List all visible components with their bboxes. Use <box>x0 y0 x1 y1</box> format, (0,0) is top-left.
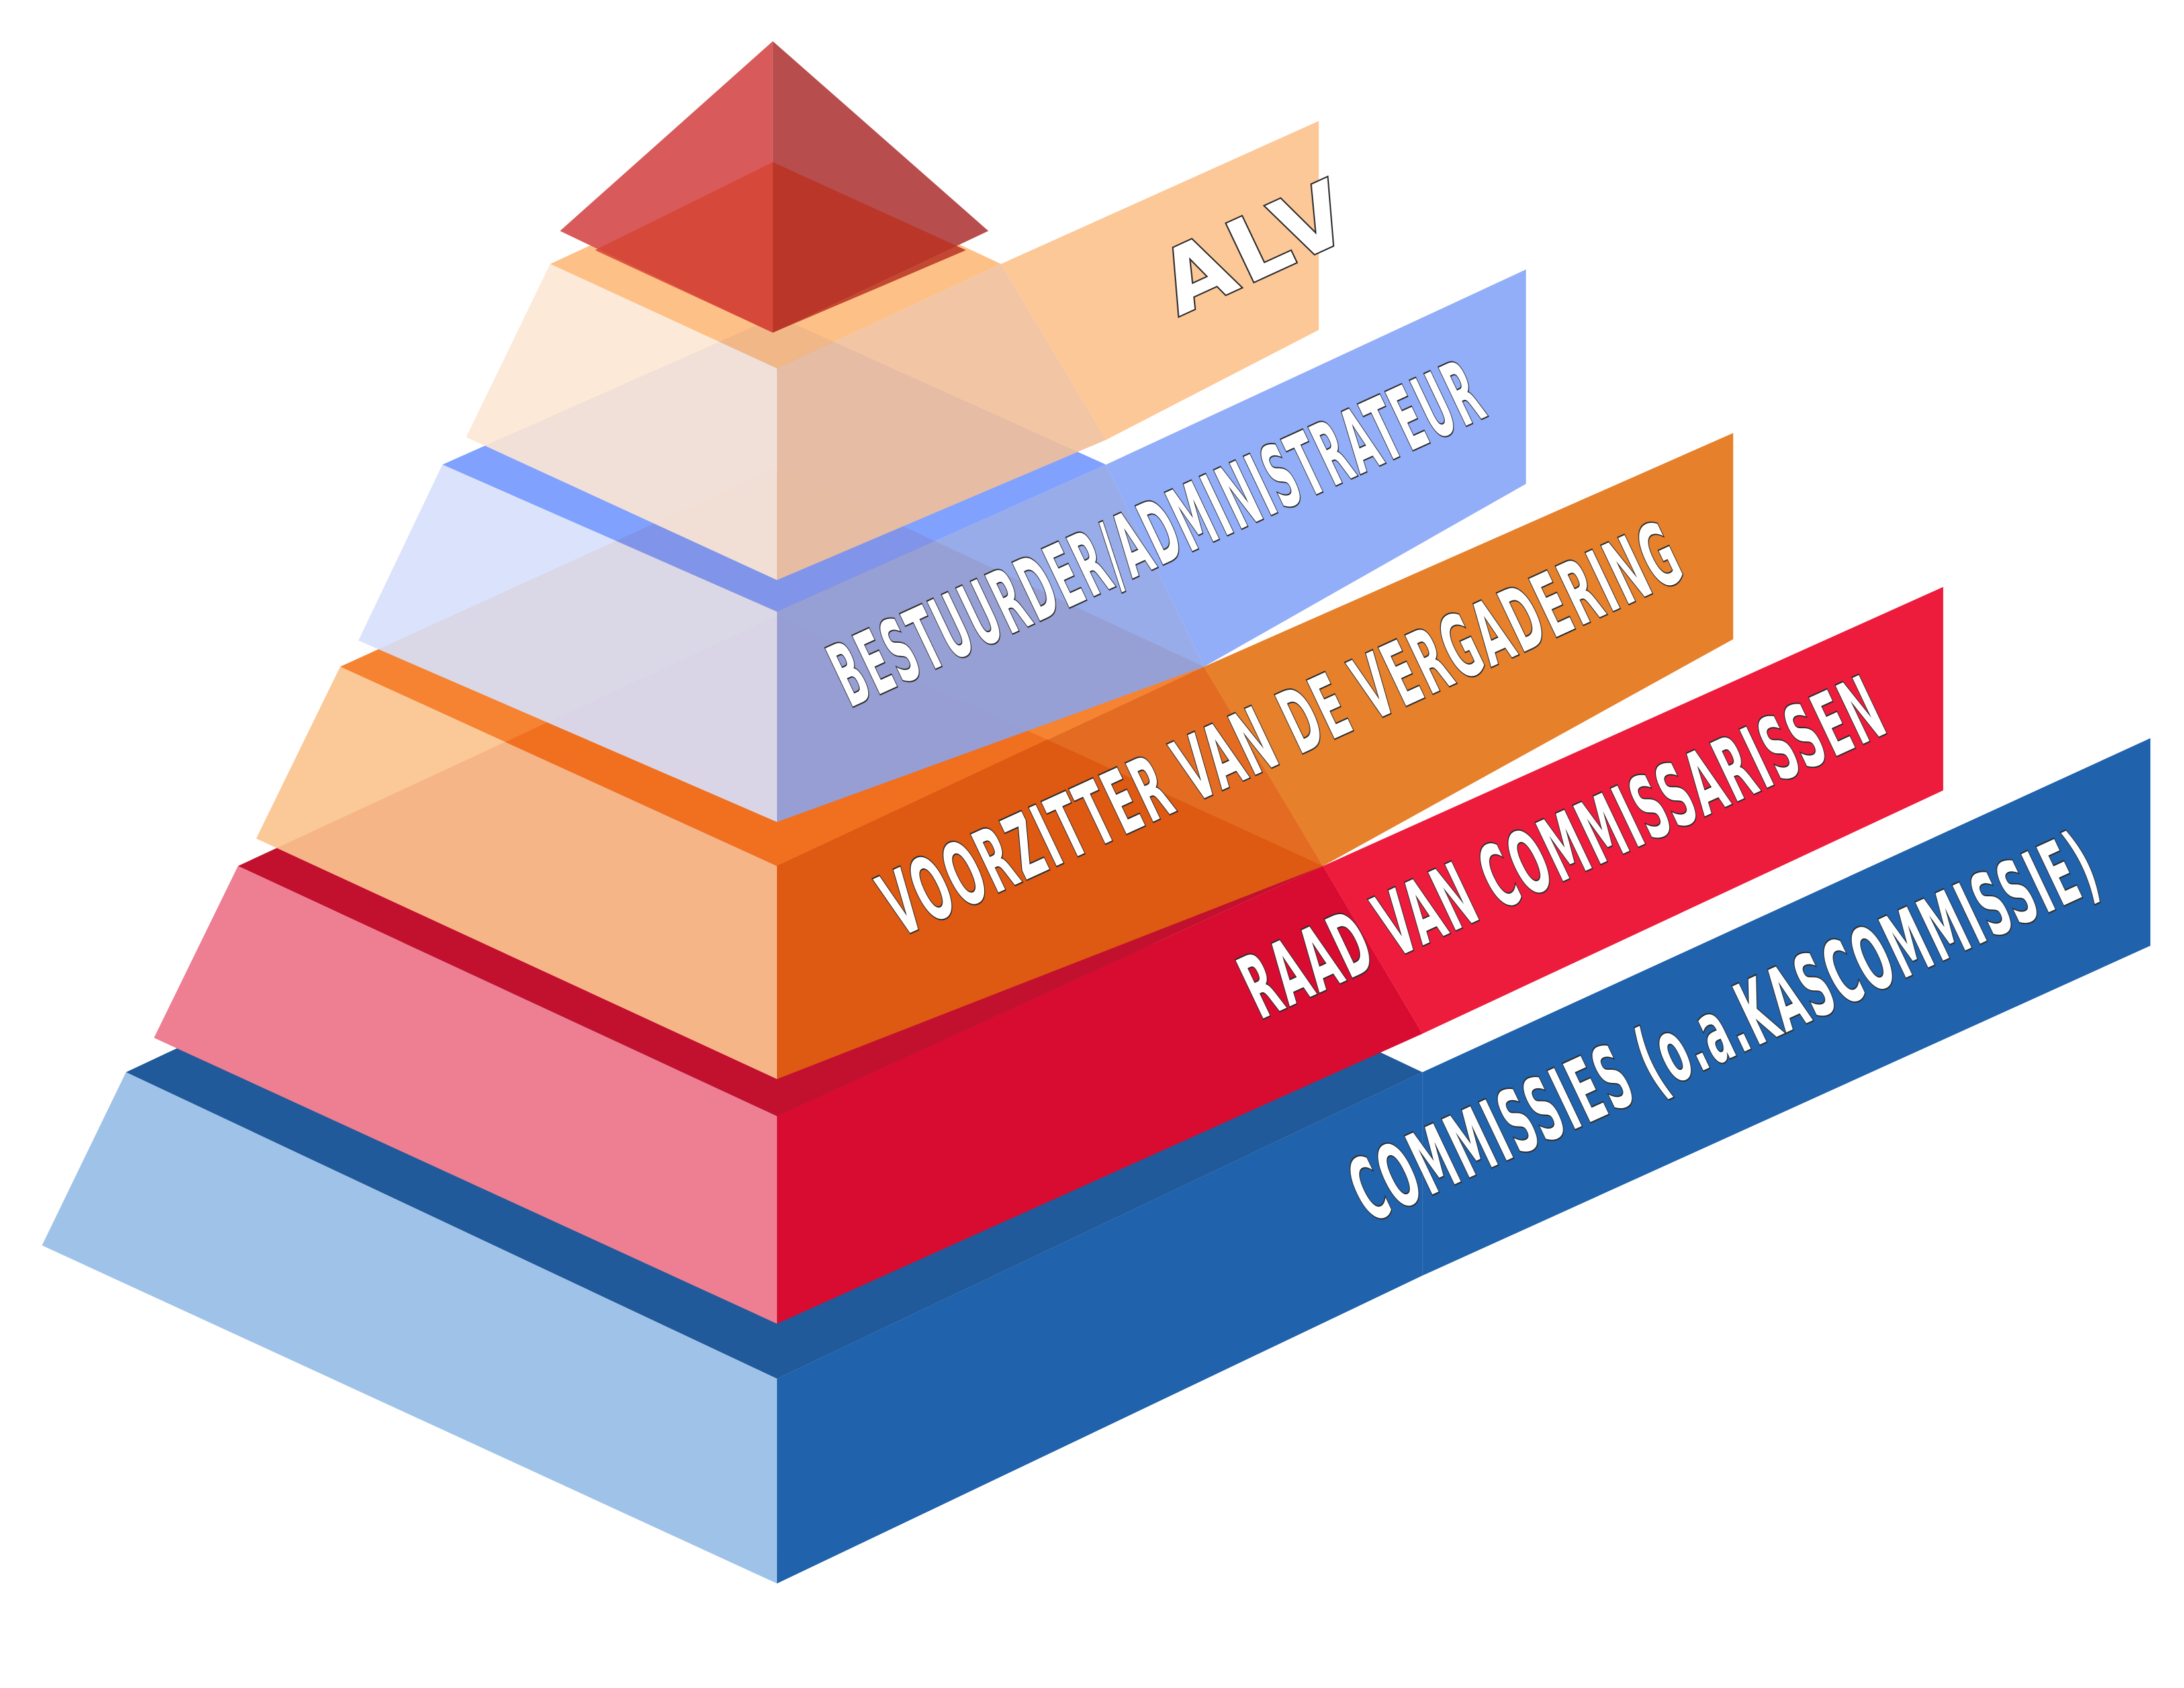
voorzitter-left-face <box>256 667 778 1080</box>
bestuurder-left-face <box>358 464 778 822</box>
voorzitter-right-face <box>777 667 1324 1080</box>
commissies-banner <box>1422 738 2151 1276</box>
raad-right-face <box>777 866 1423 1324</box>
commissies-right-face <box>777 1072 1423 1584</box>
apex-left-lower <box>595 162 773 333</box>
alv-left-face <box>466 263 778 581</box>
raad-left-face <box>154 866 778 1324</box>
bestuurder-banner <box>1106 269 1526 667</box>
alv-banner <box>1001 120 1319 440</box>
raad-banner <box>1323 586 1944 1034</box>
alv-right-face <box>777 263 1107 581</box>
commissies-left-face <box>42 1072 778 1584</box>
voorzitter-banner <box>1204 433 1733 867</box>
apex-right-lower <box>772 162 966 333</box>
bestuurder-right-face <box>777 464 1205 822</box>
pyramid-apex <box>560 41 989 333</box>
